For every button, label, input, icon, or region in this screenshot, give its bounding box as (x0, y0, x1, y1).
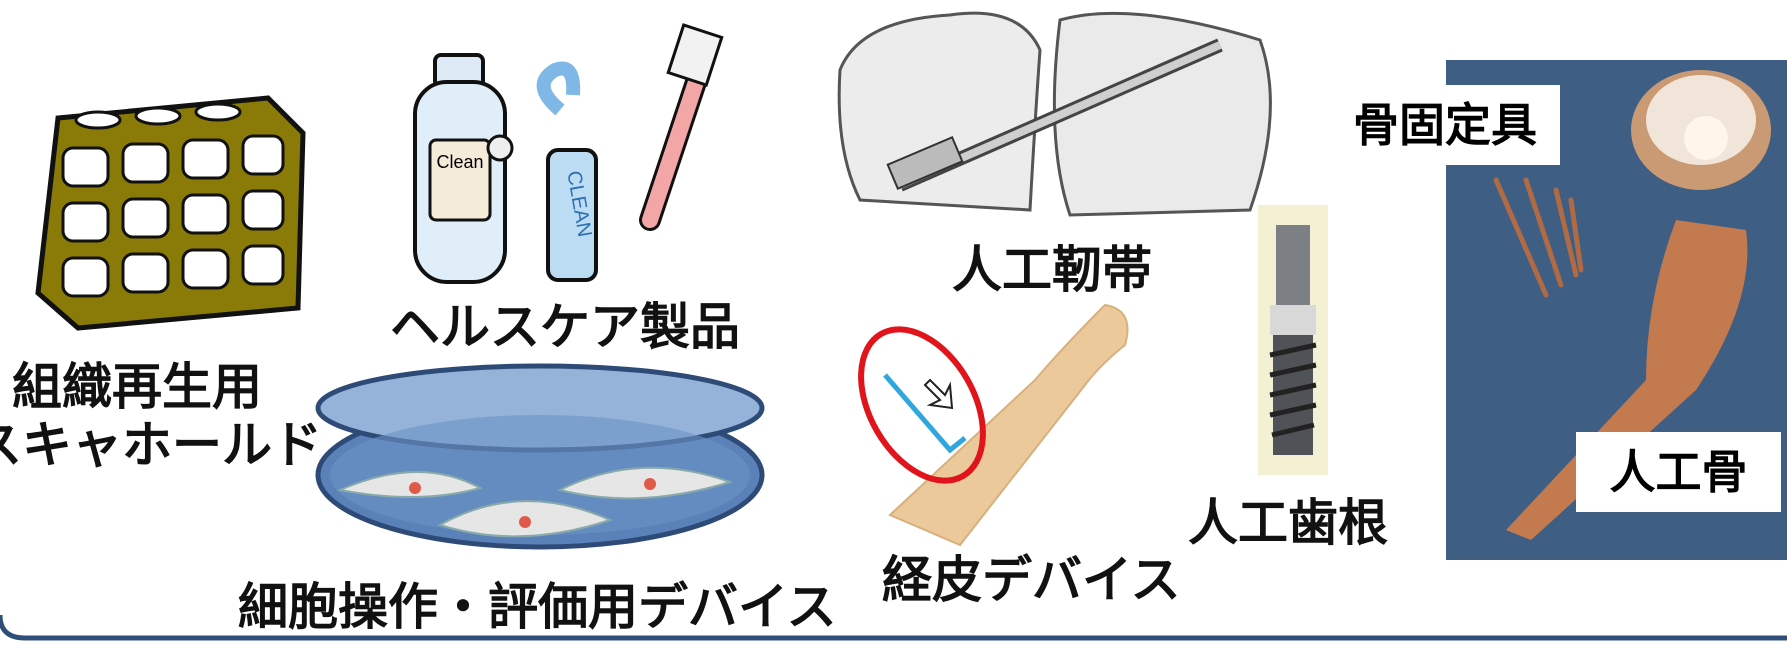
dental-root-label: 人工歯根 (1188, 494, 1388, 552)
scaffold-label-line2: スキャホールド (0, 416, 322, 474)
scaffold-illustration (35, 95, 306, 331)
healthcare-label: ヘルスケア製品 (390, 298, 740, 356)
hip-implant-icon (1493, 70, 1771, 540)
bottle-clean-text: Clean (436, 152, 483, 172)
knee-ligament-illustration (837, 11, 1272, 217)
dental-implant-illustration (1258, 205, 1328, 475)
percutaneous-illustration (858, 303, 1129, 547)
healthcare-illustration: Clean CLEAN (413, 23, 724, 284)
artificial-bone-label: 人工骨 (1576, 432, 1781, 512)
petri-dish-illustration (315, 363, 765, 550)
cell-device-label: 細胞操作・評価用デバイス (238, 578, 837, 636)
scaffold-label-line1: 組織再生用 (12, 358, 262, 416)
bone-fixation-label: 骨固定具 (1330, 85, 1560, 165)
ligament-label: 人工靭帯 (952, 241, 1152, 299)
percutaneous-label: 経皮デバイス (882, 551, 1181, 609)
